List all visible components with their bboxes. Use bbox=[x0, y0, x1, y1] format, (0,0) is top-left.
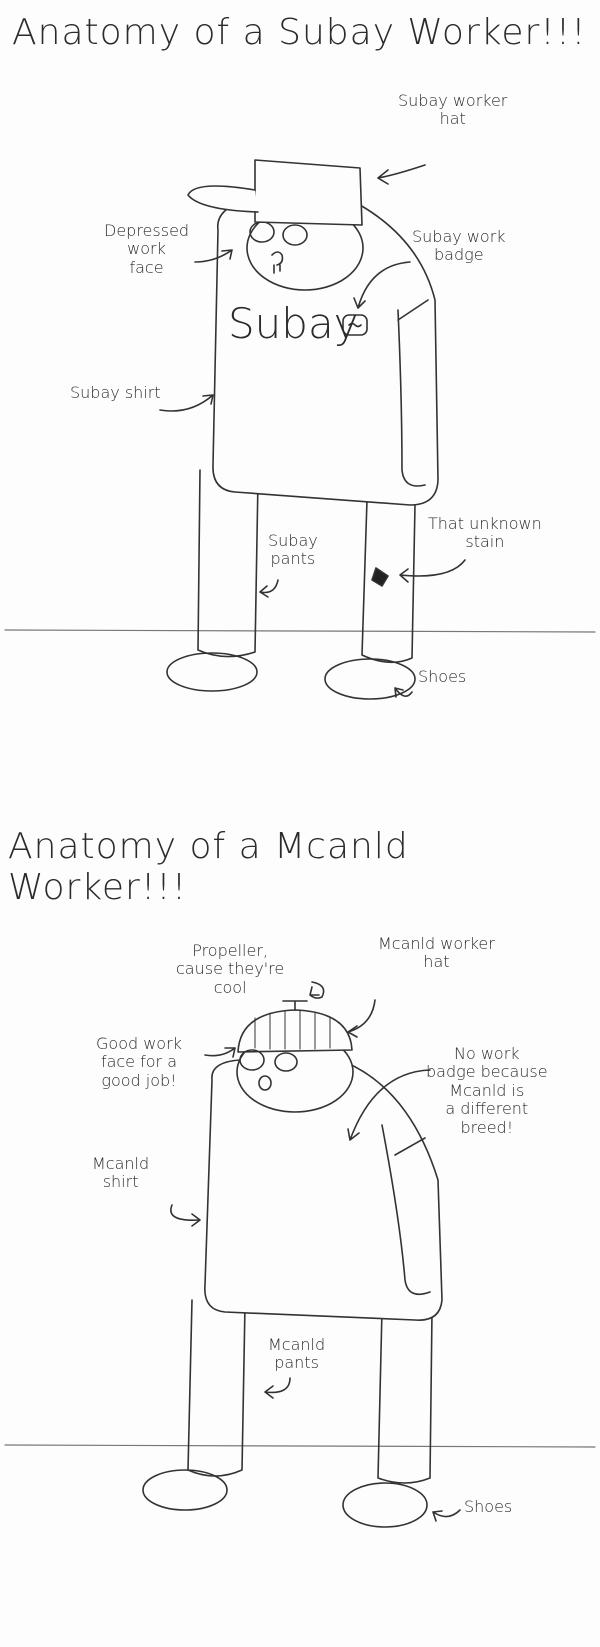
sleeve bbox=[394, 1137, 426, 1156]
left-leg bbox=[187, 1299, 246, 1477]
label-badge: No work badge because Mcanld is a differ… bbox=[426, 1044, 548, 1137]
drool-mouth bbox=[271, 251, 284, 274]
right-leg bbox=[361, 499, 416, 664]
left-leg bbox=[197, 469, 259, 658]
panel1-title: Anatomy of a Subay Worker!!! bbox=[12, 12, 587, 53]
left-eye bbox=[239, 1049, 265, 1071]
arm bbox=[397, 309, 426, 487]
left-shoe bbox=[166, 652, 258, 692]
arrow-stain bbox=[399, 559, 466, 583]
ground-line bbox=[4, 629, 596, 633]
arrow-shirt bbox=[170, 1204, 201, 1227]
arrow-propeller bbox=[309, 981, 325, 999]
arrow-shoes bbox=[432, 1509, 461, 1522]
label-hat: Mcanld worker hat bbox=[378, 934, 495, 972]
label-shirt: Subay shirt bbox=[70, 383, 161, 402]
arrow-pants bbox=[259, 579, 279, 598]
mcanld-worker-figure bbox=[4, 981, 596, 1528]
arrow-shoes bbox=[394, 687, 413, 698]
arrow-face bbox=[204, 1047, 236, 1058]
label-face: Depressed work face bbox=[104, 221, 190, 277]
ground-line bbox=[4, 1444, 596, 1448]
arrow-pants bbox=[264, 1377, 291, 1399]
right-shoe bbox=[324, 658, 416, 700]
label-shirt: Mcanld shirt bbox=[92, 1154, 150, 1192]
label-propeller: Propeller, cause they're cool bbox=[176, 941, 285, 997]
sleeve bbox=[397, 299, 429, 321]
badge-squiggle bbox=[348, 322, 362, 328]
arrow-face bbox=[194, 249, 233, 263]
right-shoe bbox=[342, 1482, 428, 1528]
propeller bbox=[282, 1000, 308, 1011]
label-hat: Subay worker hat bbox=[398, 91, 508, 129]
label-shoes: Shoes bbox=[464, 1497, 513, 1516]
arrow-hat bbox=[347, 999, 376, 1038]
left-shoe bbox=[142, 1469, 228, 1511]
panel2-title: Anatomy of a Mcanld Worker!!! bbox=[8, 826, 409, 909]
hat-crown bbox=[254, 159, 363, 226]
arrow-badge bbox=[347, 1069, 431, 1141]
right-eye bbox=[282, 224, 308, 246]
arrow-shirt bbox=[159, 394, 214, 412]
subay-worker-figure bbox=[4, 159, 596, 700]
label-pants: Mcanld pants bbox=[268, 1335, 326, 1373]
mouth bbox=[258, 1075, 272, 1091]
label-badge: Subay work badge bbox=[412, 227, 506, 265]
arrow-hat bbox=[377, 164, 426, 185]
label-pants: Subay pants bbox=[268, 531, 318, 569]
right-eye bbox=[274, 1052, 298, 1072]
arrow-badge bbox=[353, 261, 411, 309]
hat-brim bbox=[187, 185, 259, 213]
label-face: Good work face for a good job! bbox=[96, 1034, 182, 1090]
label-shoes: Shoes bbox=[418, 667, 467, 686]
shirt-logo: Subay bbox=[228, 299, 359, 348]
beanie-ribs bbox=[254, 1010, 331, 1050]
right-leg bbox=[377, 1309, 433, 1484]
badge bbox=[342, 314, 368, 336]
stain bbox=[371, 567, 389, 587]
label-stain: That unknown stain bbox=[428, 514, 542, 552]
arm bbox=[381, 1124, 431, 1296]
